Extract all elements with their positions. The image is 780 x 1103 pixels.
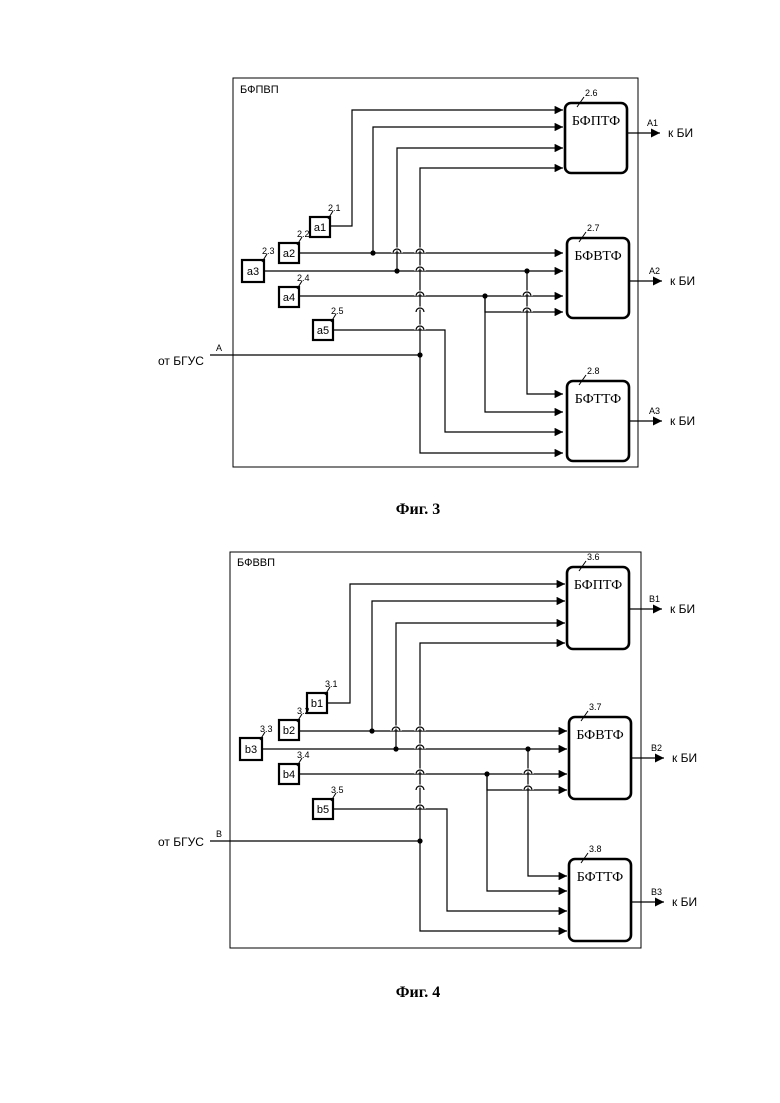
signal-wire: [372, 601, 565, 731]
output-signal-label: В1: [649, 594, 660, 604]
input-ref: 2.3: [262, 246, 275, 256]
block-label: БФВТФ: [576, 728, 623, 743]
input-label-a1: a1: [314, 222, 326, 234]
junction-dot: [394, 268, 399, 273]
junction-dot: [524, 268, 529, 273]
input-signal-label: А: [216, 343, 222, 353]
output-dest-label: к БИ: [672, 895, 697, 909]
fig4: БФВВПот БГУСВb13.1b23.2b33.3b43.4b53.5БФ…: [158, 552, 697, 1001]
block-ref: 3.8: [589, 844, 602, 854]
figure-caption: Фиг. 3: [396, 501, 440, 518]
input-ref: 3.3: [260, 724, 273, 734]
block-ref: 3.6: [587, 552, 600, 562]
output-dest-label: к БИ: [670, 602, 695, 616]
input-label-a4: a4: [283, 292, 295, 304]
output-dest-label: к БИ: [670, 274, 695, 288]
junction-dot: [369, 728, 374, 733]
signal-wire: [333, 330, 563, 432]
block-ref: 2.8: [587, 366, 600, 376]
input-label-b4: b4: [283, 769, 295, 781]
input-source-label: от БГУС: [158, 354, 204, 368]
signal-wire: [373, 127, 563, 253]
input-ref: 3.5: [331, 785, 344, 795]
block-label: БФПТФ: [574, 578, 622, 593]
signal-wire: [528, 749, 567, 876]
signal-wire: [420, 643, 565, 841]
signal-wire: [420, 168, 563, 355]
input-source-label: от БГУС: [158, 835, 204, 849]
junction-dot: [370, 250, 375, 255]
output-signal-label: В2: [651, 743, 662, 753]
input-label-a3: a3: [247, 266, 259, 278]
frame-label: БФВВП: [237, 557, 275, 569]
input-label-a5: a5: [317, 325, 329, 337]
signal-wire: [420, 841, 567, 931]
figure-caption: Фиг. 4: [396, 984, 440, 1001]
frame-label: БФПВП: [240, 84, 279, 96]
input-ref: 3.2: [297, 706, 310, 716]
input-ref: 2.2: [297, 229, 310, 239]
input-label-b3: b3: [245, 744, 257, 756]
block-label: БФВТФ: [574, 249, 621, 264]
input-ref: 2.4: [297, 273, 310, 283]
input-ref: 2.1: [328, 203, 341, 213]
signal-wire: [396, 623, 565, 749]
junction-dot: [482, 293, 487, 298]
block-ref: 2.6: [585, 88, 598, 98]
output-dest-label: к БИ: [672, 751, 697, 765]
junction-dot: [484, 771, 489, 776]
output-dest-label: к БИ: [670, 414, 695, 428]
input-ref: 2.5: [331, 306, 344, 316]
input-label-b1: b1: [311, 698, 323, 710]
input-signal-label: В: [216, 829, 222, 839]
block-label: БФТТФ: [577, 870, 623, 885]
input-label-a2: a2: [283, 248, 295, 260]
signal-wire: [333, 809, 567, 911]
junction-dot: [417, 838, 422, 843]
junction-dot: [525, 746, 530, 751]
signal-wire: [487, 774, 567, 891]
junction-dot: [393, 746, 398, 751]
block-label: БФТТФ: [575, 392, 621, 407]
output-signal-label: А1: [647, 118, 658, 128]
input-ref: 3.4: [297, 750, 310, 760]
input-label-b2: b2: [283, 725, 295, 737]
output-signal-label: А3: [649, 406, 660, 416]
output-signal-label: А2: [649, 266, 660, 276]
input-ref: 3.1: [325, 679, 338, 689]
block-ref: 2.7: [587, 223, 600, 233]
input-label-b5: b5: [317, 804, 329, 816]
junction-dot: [417, 352, 422, 357]
fig3: БФПВПот БГУСАa12.1a22.2a32.3a42.4a52.5БФ…: [158, 78, 695, 518]
block-label: БФПТФ: [572, 114, 620, 129]
block-ref: 3.7: [589, 702, 602, 712]
output-dest-label: к БИ: [668, 126, 693, 140]
signal-wire: [420, 355, 563, 453]
signal-wire: [527, 271, 563, 394]
output-signal-label: В3: [651, 887, 662, 897]
